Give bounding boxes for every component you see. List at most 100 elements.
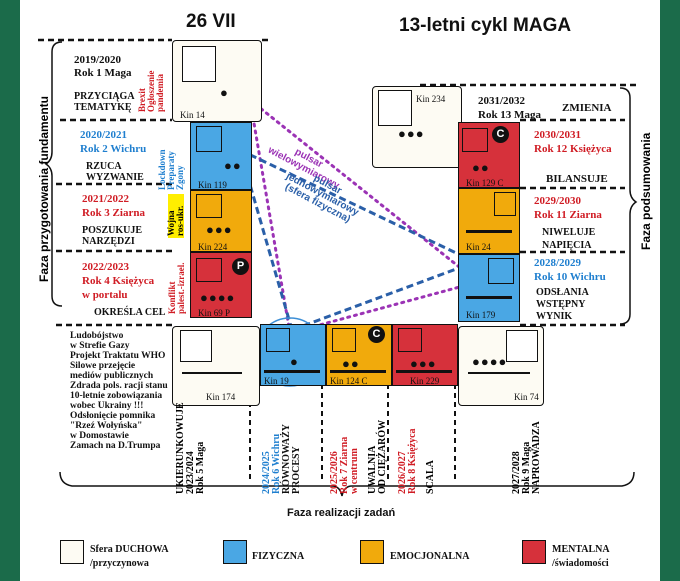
seal-mage-icon-2 bbox=[378, 90, 412, 126]
legend-duchowa-label-1: Sfera DUCHOWA bbox=[90, 544, 169, 555]
events-list: Ludobójstwo w Strefie Gazy Projekt Trakt… bbox=[70, 331, 170, 452]
kin-224-label: Kin 224 bbox=[198, 242, 228, 252]
seal-wind-icon bbox=[196, 126, 222, 152]
legend-mentalna-label-2: /świadomości bbox=[552, 558, 609, 569]
kin-179-label: Kin 179 bbox=[466, 310, 496, 320]
year-4-dates: 2022/2023 bbox=[82, 261, 130, 273]
dots-kin-229: ●●● bbox=[410, 356, 437, 371]
year-10-dates: 2028/2029 bbox=[534, 257, 582, 269]
year-12-task: BILANSUJE bbox=[546, 173, 608, 185]
year-3-note-box bbox=[168, 194, 184, 238]
dots-kin-119: ●● bbox=[224, 158, 242, 173]
bar-kin-24 bbox=[466, 230, 512, 233]
kin-24-label: Kin 24 bbox=[466, 242, 491, 252]
year-4-task: OKREŚLA CEL bbox=[94, 307, 166, 318]
bar-kin-74 bbox=[468, 372, 530, 374]
seal-wind-icon-2 bbox=[488, 258, 514, 284]
event-item: Projekt Traktatu WHO bbox=[70, 350, 166, 361]
center-badge: C bbox=[368, 326, 385, 343]
portal-badge: P bbox=[232, 258, 249, 275]
legend-emocjonalna-label: EMOCJONALNA bbox=[390, 551, 470, 562]
phase-right: Faza podsumowania bbox=[639, 132, 653, 250]
seal-moon-icon-2 bbox=[462, 128, 488, 152]
dots-kin-124: ●● bbox=[342, 356, 360, 371]
bar-kin-19 bbox=[264, 370, 320, 373]
seal-moon-icon-3 bbox=[398, 328, 422, 352]
event-item: w Domostawie bbox=[70, 430, 129, 441]
year-12-name: Rok 12 Księżyca bbox=[534, 143, 612, 155]
legend-mentalna-swatch bbox=[522, 540, 546, 564]
kin-129-label: Kin 129 C bbox=[466, 178, 504, 188]
year-13-task: ZMIENIA bbox=[562, 102, 612, 114]
event-item: "Rzeź Wołyńska" bbox=[70, 420, 143, 431]
kin-229-label: Kin 229 bbox=[410, 376, 440, 386]
center-badge-2: C bbox=[492, 126, 509, 143]
legend-mentalna-label-1: MENTALNA bbox=[552, 544, 610, 555]
legend-duchowa-label-2: /przyczynowa bbox=[90, 558, 149, 569]
seal-mage-icon-4 bbox=[506, 330, 538, 362]
event-item: Ludobójstwo bbox=[70, 331, 124, 341]
year-3-dates: 2021/2022 bbox=[82, 193, 130, 205]
seal-seed-icon bbox=[196, 194, 222, 218]
legend-fizyczna-swatch bbox=[223, 540, 247, 564]
event-item: wobec Ukrainy !!! bbox=[70, 400, 144, 411]
bar-kin-124 bbox=[330, 370, 386, 373]
year-11-name: Rok 11 Ziarna bbox=[534, 209, 602, 221]
dots-kin-224: ●●● bbox=[206, 222, 233, 237]
title-left: 26 VII bbox=[186, 11, 236, 32]
dots-kin-19: ● bbox=[290, 354, 299, 369]
diagram-panel bbox=[20, 0, 660, 581]
year-1-name: Rok 1 Maga bbox=[74, 67, 132, 79]
seal-moon-icon bbox=[196, 258, 222, 282]
year-4-portal: w portalu bbox=[82, 289, 128, 301]
kin-69-label: Kin 69 P bbox=[198, 308, 231, 318]
event-item: mediów publicznych bbox=[70, 370, 154, 381]
year-11-task-2: NAPIĘCIA bbox=[542, 240, 592, 251]
kin-174-label: Kin 174 bbox=[206, 392, 236, 402]
year-10-task-2: WSTĘPNY bbox=[536, 299, 586, 310]
dots-kin-14: ● bbox=[220, 85, 229, 100]
dots-kin-129: ●● bbox=[472, 160, 490, 175]
year-11-dates: 2029/2030 bbox=[534, 195, 582, 207]
kin-14-label: Kin 14 bbox=[180, 110, 205, 120]
seal-mage-icon-3 bbox=[180, 330, 212, 362]
bar-kin-174 bbox=[182, 372, 242, 374]
legend-duchowa-swatch bbox=[60, 540, 84, 564]
phase-left: Faza przygotowania fundamentu bbox=[37, 95, 51, 282]
legend-emocjonalna-swatch bbox=[360, 540, 384, 564]
year-2-dates: 2020/2021 bbox=[80, 129, 128, 141]
year-4-name: Rok 4 Księżyca bbox=[82, 275, 155, 287]
year-2-name: Rok 2 Wichru bbox=[80, 143, 147, 155]
event-item: Silowe przejęcie bbox=[70, 360, 136, 371]
phase-bottom: Faza realizacji zadań bbox=[287, 507, 396, 519]
year-3-name: Rok 3 Ziarna bbox=[82, 207, 145, 219]
year-1-dates: 2019/2020 bbox=[74, 54, 122, 66]
bar-kin-229 bbox=[396, 370, 452, 373]
dots-kin-234: ●●● bbox=[398, 126, 425, 141]
legend-fizyczna-label: FIZYCZNA bbox=[252, 551, 305, 562]
event-item: Zdrada pols. racji stanu bbox=[70, 380, 168, 391]
year-10-task-3: WYNIK bbox=[536, 311, 573, 322]
year-10-name: Rok 10 Wichru bbox=[534, 271, 606, 283]
year-13-name: Rok 13 Maga bbox=[478, 109, 541, 121]
kin-124-label: Kin 124 C bbox=[330, 376, 368, 386]
kin-234-label: Kin 234 bbox=[416, 94, 446, 104]
kin-19-label: Kin 19 bbox=[264, 376, 289, 386]
kin-119-label: Kin 119 bbox=[198, 180, 227, 190]
seal-seed-icon-2 bbox=[494, 192, 516, 216]
event-item: 10-letnie zobowiązania bbox=[70, 390, 163, 401]
seal-mage-icon bbox=[182, 46, 216, 82]
event-item: Zamach na D.Trumpa bbox=[70, 440, 161, 451]
dots-kin-74: ●●●● bbox=[472, 354, 508, 369]
